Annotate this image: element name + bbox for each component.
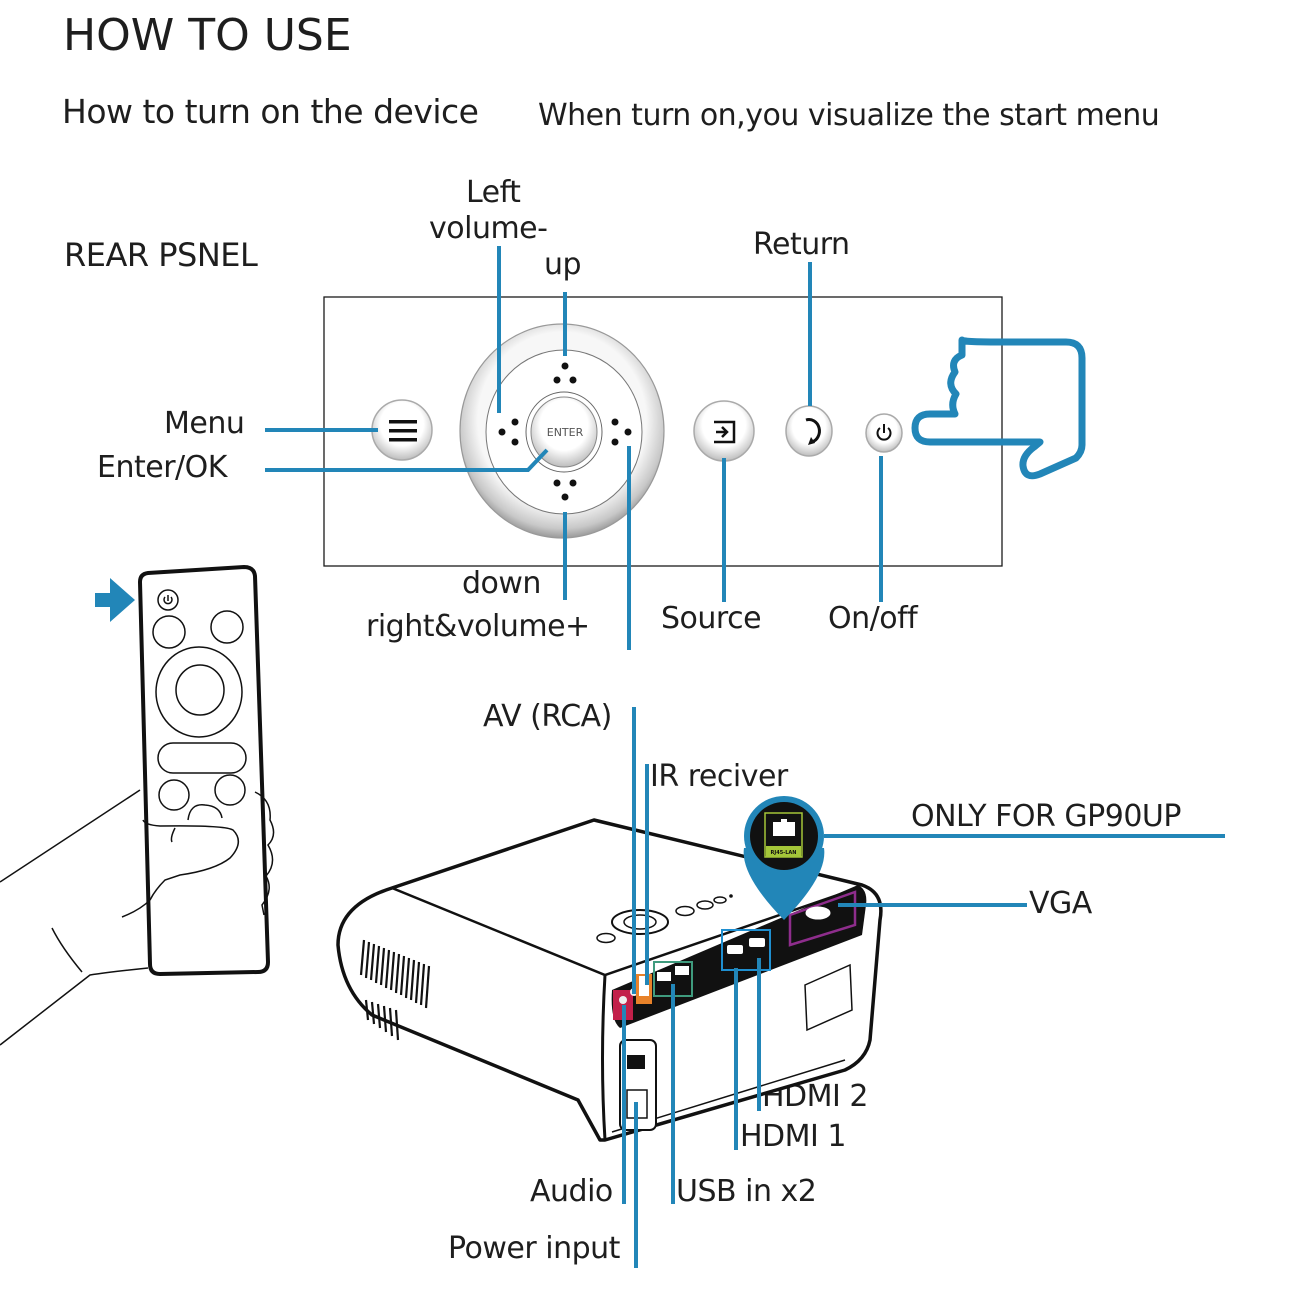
label-usb: USB in x2 bbox=[676, 1174, 817, 1209]
enter-button-label: ENTER bbox=[547, 426, 584, 439]
label-power-input: Power input bbox=[448, 1231, 620, 1266]
power-button[interactable] bbox=[865, 413, 903, 453]
page-title: HOW TO USE bbox=[63, 10, 352, 61]
remote-wide-button[interactable] bbox=[157, 742, 247, 774]
label-down: down bbox=[462, 566, 541, 601]
rj45-pin-marker: RJ45-LAN bbox=[743, 796, 825, 920]
remote-button[interactable] bbox=[210, 610, 244, 644]
return-icon bbox=[805, 418, 821, 445]
label-ir-receiver: IR reciver bbox=[650, 759, 788, 794]
label-vga: VGA bbox=[1029, 886, 1092, 921]
section-subtitle: How to turn on the device bbox=[62, 92, 479, 131]
panel-title: REAR PSNEL bbox=[64, 236, 258, 274]
label-return: Return bbox=[753, 227, 850, 262]
label-volume-minus: volume- bbox=[429, 211, 548, 246]
label-hdmi1: HDMI 1 bbox=[740, 1119, 847, 1154]
label-menu: Menu bbox=[164, 406, 245, 441]
dpad-up-dots bbox=[553, 362, 577, 384]
label-enter-ok: Enter/OK bbox=[97, 450, 227, 485]
label-audio: Audio bbox=[530, 1174, 613, 1209]
ethernet-icon bbox=[773, 819, 795, 836]
dpad-down-dots bbox=[553, 479, 577, 501]
remote-button[interactable] bbox=[158, 779, 190, 811]
label-only-for-gp90up: ONLY FOR GP90UP bbox=[911, 799, 1181, 834]
menu-icon bbox=[389, 420, 417, 442]
subtitle-note: When turn on,you visualize the start men… bbox=[538, 98, 1160, 133]
label-left: Left bbox=[466, 175, 521, 210]
remote-ok-button[interactable] bbox=[175, 664, 225, 716]
source-icon bbox=[714, 420, 736, 444]
remote-power-button[interactable] bbox=[157, 589, 179, 611]
remote-button[interactable] bbox=[152, 615, 186, 649]
label-right-volume-plus: right&volume+ bbox=[366, 609, 590, 644]
dpad-right-dots bbox=[611, 418, 632, 446]
arrow-right-icon bbox=[95, 578, 135, 622]
dpad-left-dots bbox=[498, 418, 519, 446]
power-icon bbox=[876, 424, 892, 441]
hdmi-port-block bbox=[721, 929, 771, 971]
remote-control bbox=[137, 564, 271, 977]
hand-icon bbox=[0, 789, 275, 1046]
panel-leader-lines bbox=[265, 246, 883, 650]
vga-port-block bbox=[788, 890, 857, 947]
pointing-hand-icon bbox=[911, 336, 1086, 480]
rj45-label: RJ45-LAN bbox=[771, 850, 797, 856]
label-av-rca: AV (RCA) bbox=[483, 699, 612, 734]
label-up: up bbox=[544, 247, 582, 282]
remote-button[interactable] bbox=[214, 774, 246, 806]
return-button[interactable] bbox=[785, 405, 833, 457]
projector-body bbox=[336, 818, 883, 1142]
port-leader-lines bbox=[622, 707, 1225, 1268]
remote-dpad[interactable] bbox=[155, 646, 243, 738]
label-on-off: On/off bbox=[828, 601, 918, 636]
menu-button[interactable] bbox=[371, 399, 433, 461]
label-source: Source bbox=[661, 601, 762, 636]
source-button[interactable] bbox=[693, 400, 755, 462]
